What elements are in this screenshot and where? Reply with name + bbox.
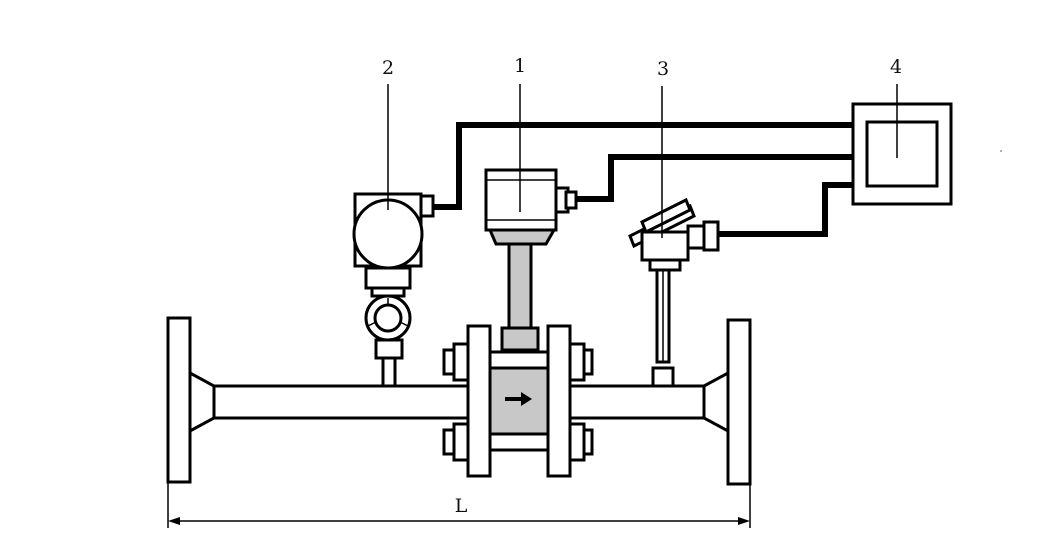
flowmeter-housing bbox=[484, 168, 558, 232]
pressure-fitting bbox=[374, 338, 404, 360]
label-flow-computer: 4 bbox=[890, 56, 902, 78]
length-dimension bbox=[167, 482, 751, 528]
pressure-valve-inner bbox=[373, 303, 403, 333]
pipe-right-section bbox=[566, 384, 706, 420]
flowmeter-body bbox=[442, 324, 594, 478]
cable-temperature-to-computer bbox=[717, 182, 853, 237]
temperature-head-lid bbox=[640, 197, 692, 235]
right-reducer bbox=[702, 370, 730, 434]
stray-dot bbox=[1000, 150, 1002, 152]
temperature-fitting bbox=[651, 366, 675, 388]
pressure-tap bbox=[381, 356, 397, 388]
pipe-assembly bbox=[166, 316, 752, 486]
bolt-bottom-right-nut bbox=[568, 422, 586, 462]
meter-flange-left bbox=[466, 324, 492, 478]
meter-body-bottom-band bbox=[488, 432, 550, 452]
meter-flange-right bbox=[546, 324, 572, 478]
cable-flowmeter-to-computer bbox=[576, 154, 853, 202]
signal-cables bbox=[433, 122, 853, 237]
meter-body-top-band bbox=[488, 350, 550, 370]
arrow-right-icon bbox=[505, 392, 532, 406]
bolt-bottom-left-nut bbox=[452, 422, 470, 462]
flow-computer bbox=[851, 84, 953, 206]
temperature-sensor bbox=[628, 86, 720, 388]
bolt-top-right-nut bbox=[568, 342, 586, 382]
left-flange bbox=[166, 316, 192, 484]
pressure-neck bbox=[364, 266, 412, 290]
temperature-connector-nut bbox=[702, 220, 720, 252]
flowmeter-stem-base bbox=[500, 326, 540, 352]
right-flange bbox=[726, 318, 752, 486]
label-length: L bbox=[455, 495, 468, 517]
label-pressure-transmitter: 2 bbox=[382, 57, 394, 79]
flowmeter-connector-nut bbox=[564, 190, 578, 210]
flowmeter-transmitter bbox=[484, 84, 578, 352]
label-flowmeter: 1 bbox=[514, 55, 526, 77]
temperature-head bbox=[640, 230, 690, 262]
pressure-transmitter bbox=[352, 84, 435, 388]
flowmeter-stem bbox=[507, 242, 533, 330]
cable-pressure-to-computer bbox=[433, 122, 853, 210]
pressure-gauge-circle bbox=[352, 198, 424, 270]
bolt-top-left-nut bbox=[452, 342, 470, 382]
flow-computer-display bbox=[865, 120, 939, 188]
flowmeter-neck bbox=[487, 228, 557, 246]
label-temperature-sensor: 3 bbox=[657, 58, 669, 80]
left-reducer bbox=[188, 370, 216, 434]
pressure-connector bbox=[419, 194, 435, 218]
pipe-left-section bbox=[212, 384, 472, 420]
